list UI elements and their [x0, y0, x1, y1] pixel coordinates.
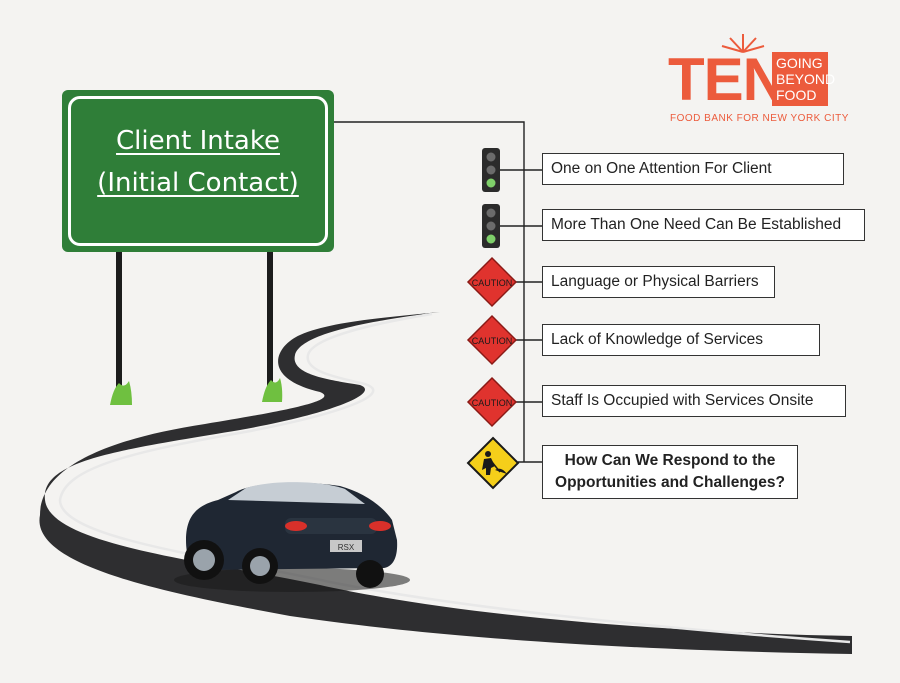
car: RSX [174, 482, 410, 592]
sunburst-icon [721, 34, 765, 53]
caution-text: CAUTION [472, 336, 513, 346]
connector-lines [334, 121, 542, 463]
caution-sign-icon: CAUTION [466, 314, 518, 366]
caution-sign-icon: CAUTION [466, 376, 518, 428]
milestone-box: One on One Attention For Client [542, 153, 844, 185]
caution-text: CAUTION [472, 278, 513, 288]
sign-post-left [116, 252, 122, 390]
milestone-box: Staff Is Occupied with Services Onsite [542, 385, 846, 417]
car-badge: RSX [338, 543, 355, 552]
tagline-line: BEYOND [776, 71, 836, 87]
logo-wordmark: TEN [668, 46, 786, 113]
main-connector [334, 121, 525, 462]
logo-subtitle: FOOD BANK FOR NEW YORK CITY [670, 113, 849, 124]
road-work-sign-icon [466, 436, 520, 490]
logo-tagline: GOING BEYOND FOOD [772, 52, 836, 106]
car-shadow [174, 568, 410, 592]
milestone-box: More Than One Need Can Be Established [542, 209, 865, 241]
sign-title: Client Intake [116, 126, 280, 156]
traffic-light-icon [482, 148, 500, 192]
winding-road [39, 312, 852, 654]
grass-tuft-right [262, 378, 283, 402]
final-question-box: How Can We Respond to the Opportunities … [542, 445, 798, 499]
milestone-box: Language or Physical Barriers [542, 266, 775, 298]
highway-sign-border [68, 96, 328, 246]
highway-sign: Client Intake (Initial Contact) [62, 90, 334, 252]
sign-subtitle: (Initial Contact) [97, 168, 299, 198]
car-hubcap-rear [250, 556, 270, 576]
road-center-line [58, 312, 851, 644]
sign-post-right [267, 252, 273, 386]
car-trunk-panel [285, 518, 377, 534]
grass-tuft-left [110, 381, 132, 405]
car-taillight-left [285, 521, 307, 531]
car-rear-window [228, 482, 365, 504]
car-hubcap-front [193, 549, 215, 571]
tagline-line: GOING [776, 55, 823, 71]
ten-logo: TEN GOING BEYOND FOOD FOOD BANK FOR NEW … [668, 30, 848, 130]
tagline-line: FOOD [776, 87, 817, 103]
caution-sign-icon: CAUTION [466, 256, 518, 308]
car-taillight-right [369, 521, 391, 531]
car-license-plate [330, 540, 362, 552]
milestone-box: Lack of Knowledge of Services [542, 324, 820, 356]
traffic-light-icon [482, 204, 500, 248]
caution-text: CAUTION [472, 398, 513, 408]
car-wheel-back [356, 560, 384, 588]
